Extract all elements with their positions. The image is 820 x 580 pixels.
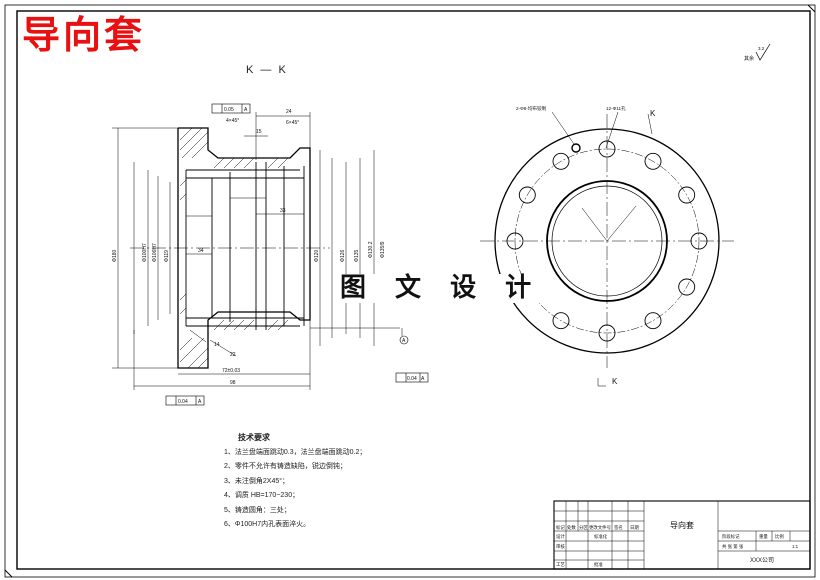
dim-34: 34 bbox=[198, 248, 204, 254]
outer-frame bbox=[4, 4, 816, 578]
front-view bbox=[480, 111, 734, 387]
dia-1: Φ100H7 bbox=[142, 243, 148, 262]
tb-zone: 分区 bbox=[579, 524, 588, 531]
dim-6x45: 6×45° bbox=[286, 120, 299, 126]
dim-24: 24 bbox=[286, 109, 292, 115]
note-item: 6、Φ100H7内孔表面淬火。 bbox=[224, 521, 311, 528]
dia-outer: Φ180 bbox=[112, 249, 118, 262]
dia-8: Φ135f9 bbox=[380, 241, 386, 258]
dia-5: Φ126 bbox=[340, 249, 346, 262]
tol-bottom: 0.04 bbox=[178, 399, 188, 405]
tb-design: 设计 bbox=[556, 533, 565, 540]
watermark-text: 图 文 设 计 bbox=[336, 274, 546, 303]
tb-count: 处数 bbox=[567, 524, 576, 531]
section-view bbox=[112, 112, 409, 390]
tb-approve: 批准 bbox=[594, 561, 603, 568]
dim-22: 22 bbox=[230, 352, 236, 358]
hole-note-2: 12-Φ11孔 bbox=[606, 105, 626, 112]
tb-weight: 重量 bbox=[759, 533, 768, 540]
note-item: 1、法兰盘端面跳动0.3，法兰盘端面跳动0.2； bbox=[224, 448, 367, 456]
view-arrow-k: K bbox=[612, 377, 618, 386]
tb-change-doc: 更改文件号 bbox=[589, 524, 612, 531]
title-block bbox=[553, 500, 811, 570]
datum-mid: A bbox=[421, 376, 425, 382]
roughness-value: 3.2 bbox=[758, 46, 765, 51]
tb-mark: 标记 bbox=[556, 524, 565, 531]
dim-33: 33 bbox=[280, 208, 286, 214]
note-item: 3、未注倒角2X45°； bbox=[224, 477, 290, 485]
dim-98: 98 bbox=[230, 380, 236, 386]
tb-standard: 标准化 bbox=[594, 533, 608, 540]
dia-4: Φ120 bbox=[314, 249, 320, 262]
hole-note-1: 2-Φ8-均布铰制 bbox=[516, 105, 547, 112]
note-item: 4、调质 HB=170~230； bbox=[224, 492, 300, 499]
dia-6: Φ135 bbox=[354, 249, 360, 262]
part-name: 导向套 bbox=[670, 520, 694, 530]
roughness-note: 其余 bbox=[744, 55, 754, 62]
notes-heading: 技术要求 bbox=[238, 433, 270, 442]
dia-2: Φ106H7 bbox=[152, 243, 158, 262]
tol-mid: 0.04 bbox=[407, 376, 417, 382]
datum-bottom: A bbox=[198, 399, 202, 405]
dim-length: 72±0.03 bbox=[222, 368, 240, 374]
dim-4x45: 4×45° bbox=[226, 118, 239, 124]
tb-stage: 阶段标记 bbox=[722, 533, 740, 540]
dim-15: 15 bbox=[256, 129, 262, 135]
note-item: 2、零件不允许有铸造缺陷，锐边倒钝； bbox=[224, 463, 347, 470]
company-name: XXX公司 bbox=[750, 557, 774, 564]
datum-circle: A bbox=[402, 338, 406, 344]
tol-top: 0.05 bbox=[224, 107, 234, 113]
technical-notes: 技术要求 1、法兰盘端面跳动0.3，法兰盘端面跳动0.2； 2、零件不允许有铸造… bbox=[224, 431, 366, 533]
tb-scale-value: 1:1 bbox=[792, 544, 799, 549]
tb-sign: 签名 bbox=[614, 524, 623, 531]
tb-check: 审核 bbox=[556, 543, 565, 550]
tb-sheet: 共 张 第 张 bbox=[722, 543, 744, 550]
datum-top: A bbox=[244, 107, 248, 113]
dim-14: 14 bbox=[214, 342, 220, 348]
dia-3: Φ119 bbox=[164, 250, 170, 262]
dimension-texts: 24 4×45° 15 6×45° 0.05 0.04 0.04 A A A A… bbox=[112, 107, 425, 405]
tb-date: 日期 bbox=[630, 525, 639, 531]
dia-7: Φ130.2 bbox=[368, 241, 374, 258]
note-item: 5、铸造圆角：三处； bbox=[224, 506, 291, 514]
tb-process: 工艺 bbox=[556, 562, 565, 567]
drawing-title: 导向套 bbox=[22, 13, 146, 57]
roughness-symbol bbox=[755, 43, 771, 61]
tolerance-frames bbox=[165, 103, 429, 406]
tb-scale: 比例 bbox=[775, 533, 784, 540]
view-label-k: K bbox=[650, 109, 656, 118]
inner-frame bbox=[16, 10, 811, 570]
section-label: K — K bbox=[246, 64, 288, 76]
